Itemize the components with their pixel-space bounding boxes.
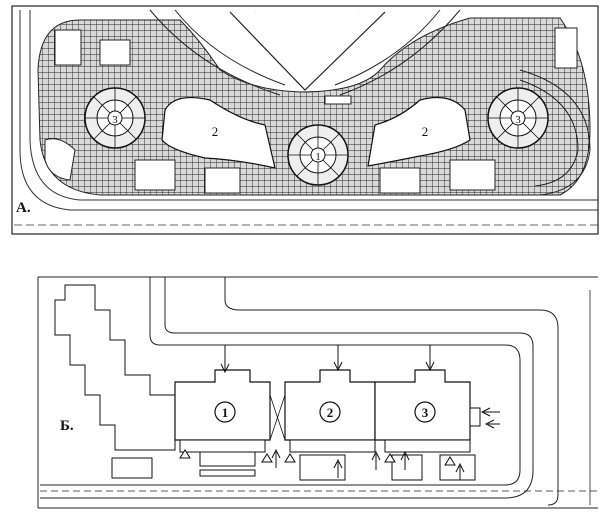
track-inner xyxy=(519,79,579,187)
outbuilding xyxy=(379,167,421,194)
plinth xyxy=(289,439,376,453)
street-line-outer xyxy=(19,10,598,211)
marker-triangle xyxy=(261,453,273,463)
outbuilding xyxy=(134,159,176,191)
entry-arrow xyxy=(333,345,343,372)
plinth xyxy=(199,451,256,467)
outbuilding xyxy=(554,27,578,69)
up-arrow xyxy=(333,458,343,478)
building-number: 3 xyxy=(112,114,118,126)
road-v-fill xyxy=(240,12,372,78)
marker-triangle xyxy=(384,453,396,463)
building-number: 2 xyxy=(422,124,429,139)
panel-a-label: А. xyxy=(16,200,31,216)
marker-triangle xyxy=(284,453,296,463)
hatched-courtyard xyxy=(37,17,591,196)
entry-arrow xyxy=(425,345,435,372)
panel-b-plan: 1 2 3 xyxy=(37,276,598,509)
building-number: 3 xyxy=(515,114,521,126)
outbuilding xyxy=(44,138,76,181)
plinth xyxy=(439,454,476,481)
plinth xyxy=(179,439,266,453)
number-circle xyxy=(414,401,436,423)
road-right-a xyxy=(339,9,461,96)
round-building-right xyxy=(487,87,549,149)
up-arrow xyxy=(400,450,410,470)
outbuilding xyxy=(111,457,153,479)
building-wing-right xyxy=(367,97,471,167)
building-number: 1 xyxy=(315,151,321,163)
number-circle xyxy=(319,401,341,423)
building-number: 2 xyxy=(327,405,334,420)
up-arrow xyxy=(371,450,381,470)
building-number: 3 xyxy=(422,405,429,420)
road-left-a xyxy=(149,9,281,96)
up-arrow xyxy=(455,462,465,480)
road-right-b xyxy=(334,9,441,86)
outbuilding xyxy=(199,469,256,477)
building-number: 2 xyxy=(212,124,219,139)
road-edge-outer xyxy=(224,277,559,506)
plinth xyxy=(391,454,423,481)
track-outer xyxy=(519,69,591,196)
entry-arrow xyxy=(484,419,500,429)
round-building-left xyxy=(84,87,146,149)
connector-cross xyxy=(269,394,286,441)
road-edge-inner xyxy=(40,277,521,486)
panel-a-plan: 3 2 1 2 3 xyxy=(11,5,599,235)
existing-building-stepped xyxy=(54,284,176,451)
round-building-center xyxy=(287,124,349,186)
road-v-outer xyxy=(229,11,386,91)
entry-arrow xyxy=(220,345,230,374)
road-edge-mid xyxy=(40,277,534,499)
plinth xyxy=(384,439,471,453)
building-wing-left xyxy=(161,97,276,169)
outbuilding xyxy=(324,95,352,105)
street-line-inner xyxy=(29,10,598,201)
marker-triangle xyxy=(179,449,191,459)
building-3-annex xyxy=(469,407,481,427)
number-circle xyxy=(214,401,236,423)
outbuilding xyxy=(99,39,131,66)
outbuilding xyxy=(54,29,82,66)
outbuilding xyxy=(204,167,241,194)
outbuilding xyxy=(449,159,496,191)
up-arrow xyxy=(271,448,281,468)
entry-arrow xyxy=(480,407,500,417)
road-left-b xyxy=(174,9,286,86)
building-number: 1 xyxy=(222,405,229,420)
panel-b-label: Б. xyxy=(60,418,74,434)
marker-triangle xyxy=(444,456,456,466)
